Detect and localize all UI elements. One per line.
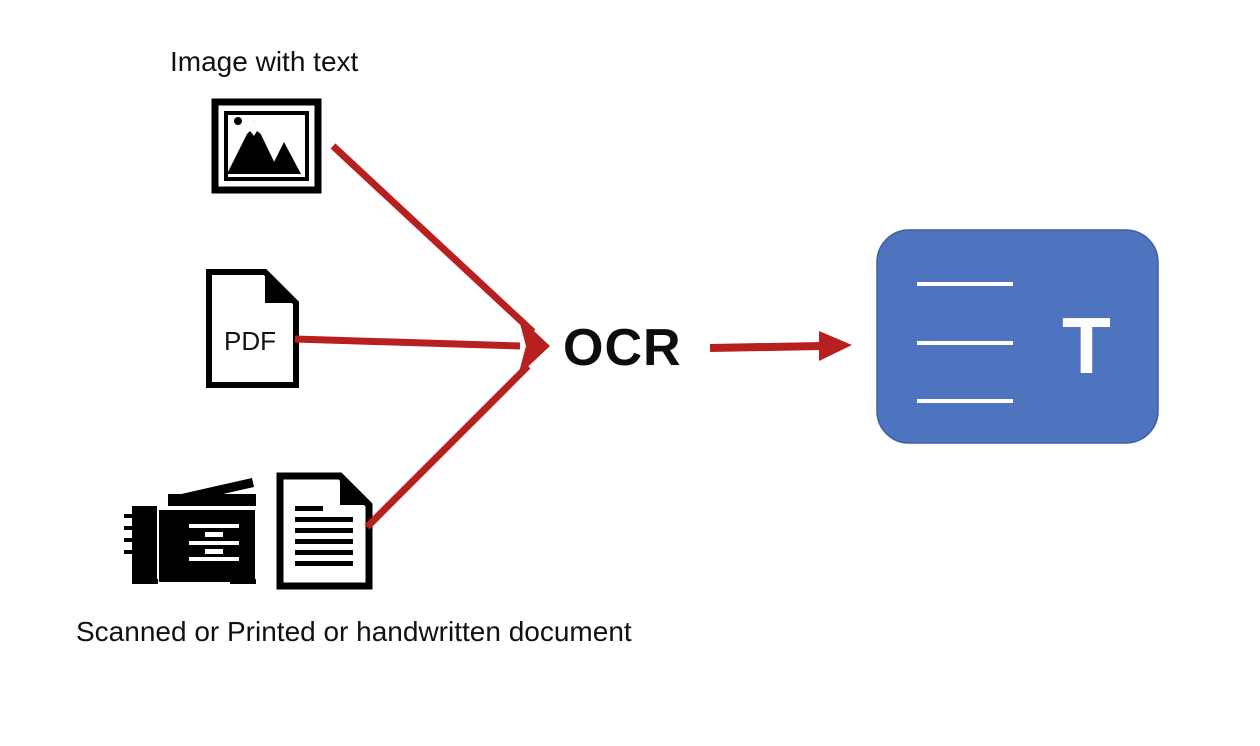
arrows xyxy=(294,143,852,530)
scanned-document-label: Scanned or Printed or handwritten docume… xyxy=(76,616,632,647)
arrow-pdf-to-ocr xyxy=(294,335,521,350)
pdf-file-icon xyxy=(206,269,299,388)
pdf-label: PDF xyxy=(224,326,276,356)
ocr-label: OCR xyxy=(563,319,682,377)
text-output-letter: T xyxy=(1062,301,1111,390)
arrowhead-text-output xyxy=(819,331,852,361)
arrowhead-ocr-input xyxy=(518,316,550,376)
image-with-text-label: Image with text xyxy=(170,46,359,77)
image-icon xyxy=(211,98,322,194)
document-icon xyxy=(276,472,373,590)
printer-scanner-icon xyxy=(124,478,256,584)
arrow-document-to-ocr xyxy=(364,363,531,530)
arrow-image-to-ocr xyxy=(330,143,536,335)
text-output-icon xyxy=(876,229,1159,444)
arrow-ocr-to-text xyxy=(709,342,823,352)
